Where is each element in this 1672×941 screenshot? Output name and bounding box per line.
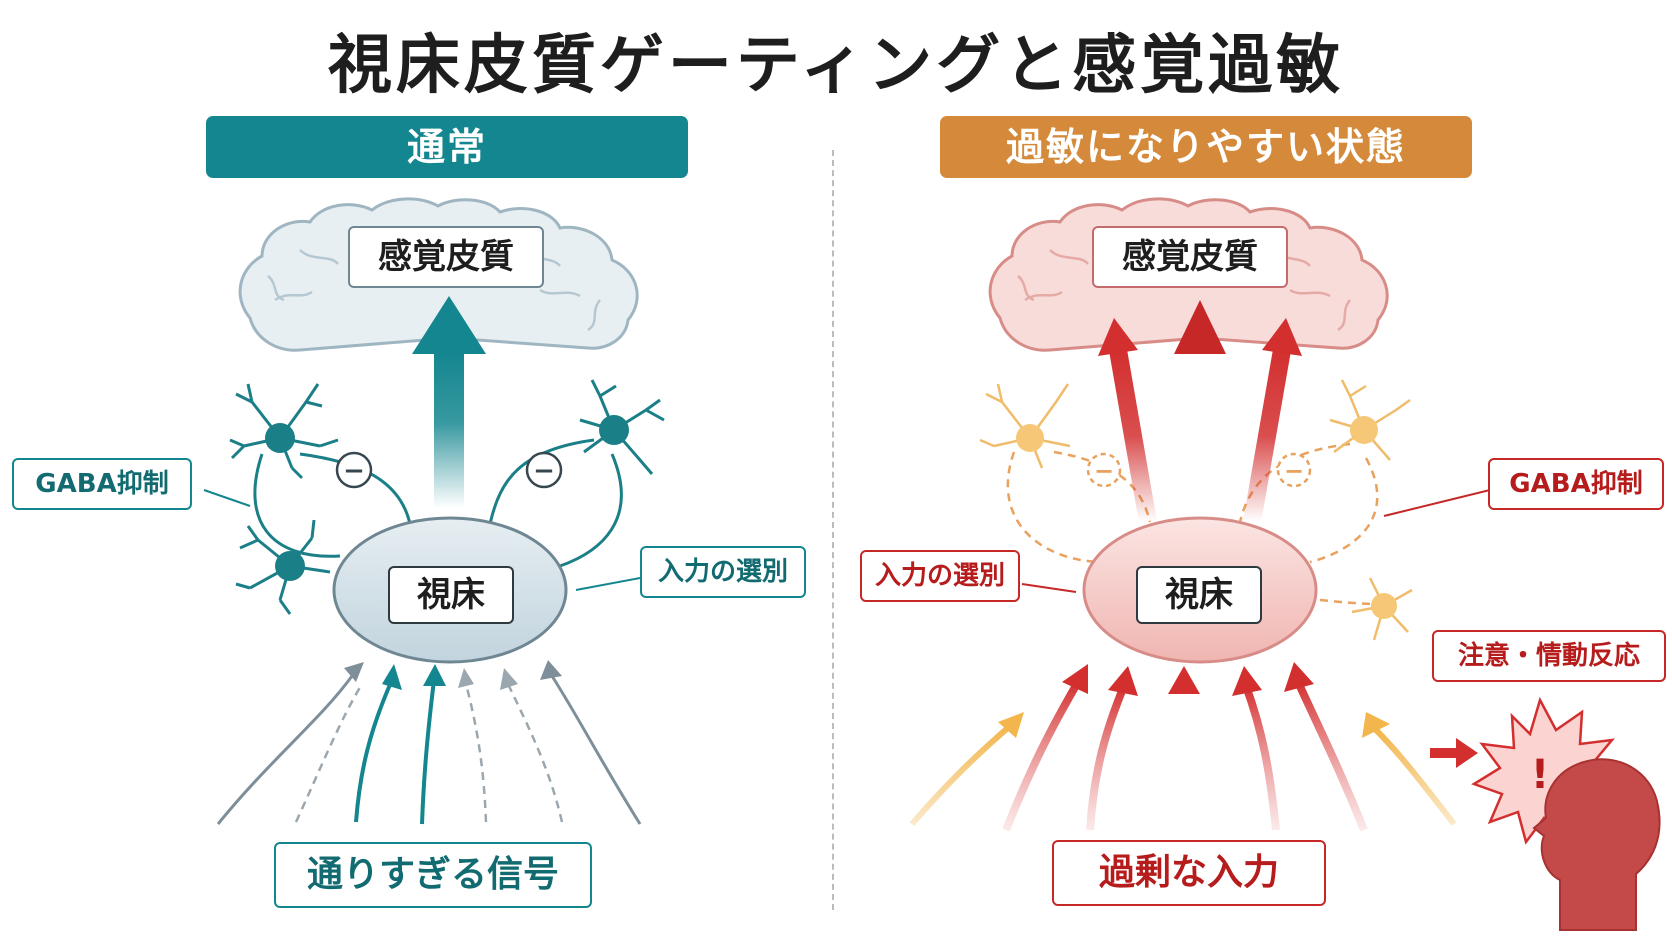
inhibit-icon: − bbox=[335, 451, 373, 489]
svg-text:−: − bbox=[1094, 457, 1114, 485]
input-selection-label: 入力の選別 bbox=[860, 550, 1020, 602]
incoming-signal-arrows bbox=[216, 660, 642, 825]
head-alert-icon: ! bbox=[1471, 696, 1661, 931]
page-title: 視床皮質ゲーティングと感覚過敏 bbox=[327, 29, 1345, 103]
cortex-signal-arrows bbox=[1098, 300, 1302, 524]
neuron-icon bbox=[979, 383, 1071, 469]
neuron-icon bbox=[1351, 577, 1413, 641]
hypersensitive-header: 過敏になりやすい状態 bbox=[940, 116, 1472, 178]
incoming-signal-arrows bbox=[909, 662, 1457, 832]
cortex-signal-arrow bbox=[412, 296, 486, 508]
sensory-cortex-label: 感覚皮質 bbox=[1092, 226, 1288, 288]
inhibit-icon: − bbox=[525, 451, 563, 489]
neuron-icon bbox=[235, 519, 331, 615]
gaba-inhibition-label: GABA抑制 bbox=[1488, 458, 1664, 510]
sensory-cortex-label: 感覚皮質 bbox=[348, 226, 544, 288]
svg-text:−: − bbox=[343, 456, 365, 486]
normal-header: 通常 bbox=[206, 116, 688, 178]
excess-input-label: 過剰な入力 bbox=[1052, 840, 1326, 906]
panel-divider bbox=[832, 150, 834, 910]
thalamus-label: 視床 bbox=[1136, 566, 1262, 624]
svg-text:−: − bbox=[1284, 457, 1304, 485]
attention-emotion-label: 注意・情動反応 bbox=[1432, 630, 1666, 682]
neuron-icon bbox=[229, 383, 339, 480]
input-selection-label: 入力の選別 bbox=[640, 546, 806, 598]
inhibit-icon: − bbox=[1086, 452, 1122, 488]
inhibit-icon: − bbox=[1276, 452, 1312, 488]
reaction-arrow bbox=[1430, 738, 1478, 768]
thalamus-label: 視床 bbox=[388, 566, 514, 624]
svg-text:!: ! bbox=[1531, 752, 1549, 798]
gaba-inhibition-label: GABA抑制 bbox=[12, 458, 192, 510]
svg-text:−: − bbox=[533, 456, 555, 486]
passing-signals-label: 通りすぎる信号 bbox=[274, 842, 592, 908]
neuron-icon bbox=[1329, 379, 1411, 461]
neuron-icon bbox=[579, 379, 665, 475]
